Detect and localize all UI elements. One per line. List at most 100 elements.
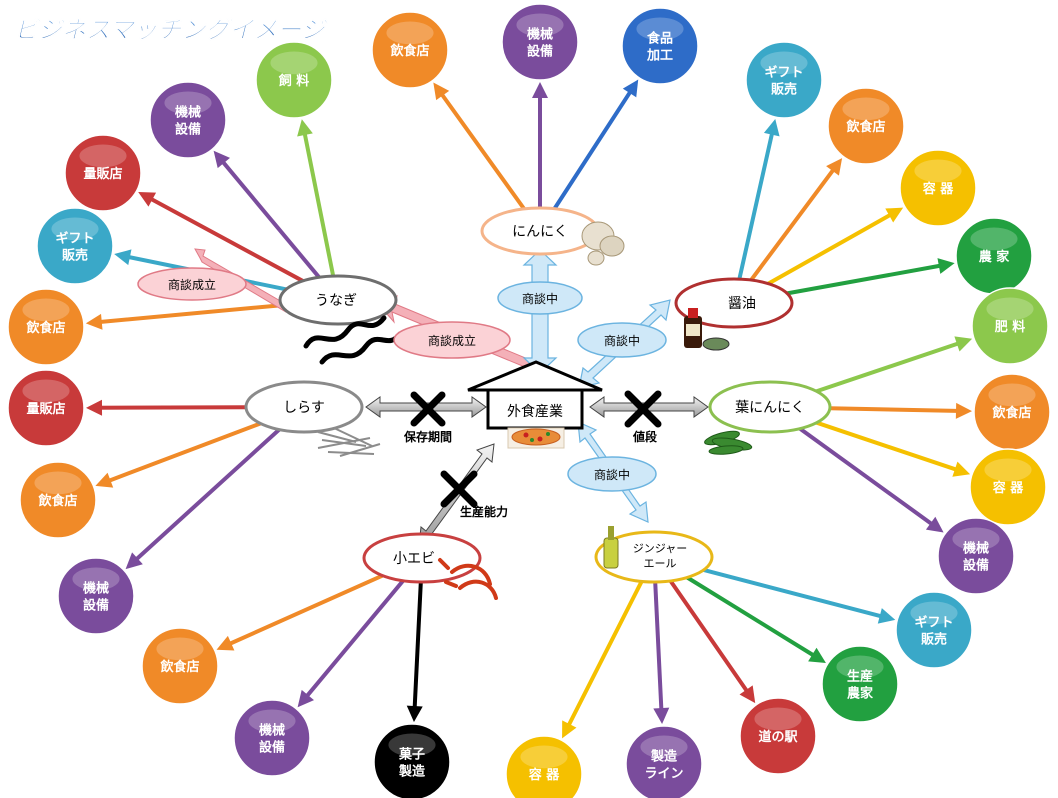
connector-g2 <box>685 575 826 664</box>
outer-node-h4-label-0: 機械 <box>963 541 989 557</box>
connector-lines <box>85 79 973 739</box>
connector-g1 <box>701 567 896 624</box>
outer-node-g3: 道の駅 <box>739 697 817 775</box>
outer-node-g5-label-0: 容 器 <box>528 767 561 783</box>
center-label: 外食産業 <box>507 403 563 420</box>
outer-node-s4-label-0: 農 家 <box>979 249 1011 265</box>
outer-node-h1-label-0: 肥 料 <box>995 319 1026 335</box>
connector-u3 <box>138 192 305 283</box>
outer-node-r3-label-1: 設備 <box>83 598 109 614</box>
outer-node-u2-label-0: 機械 <box>175 105 201 121</box>
cross-mark-habaninniku <box>624 390 662 428</box>
outer-node-g4-label-1: ライン <box>644 767 683 782</box>
outer-node-g2-label-1: 農家 <box>847 686 874 702</box>
outer-node-n3-label-0: 食品 <box>647 31 673 47</box>
outer-node-r1: 量販店 <box>7 369 85 447</box>
outer-node-u5: 飲食店 <box>7 288 85 366</box>
outer-node-s1-label-0: ギフト <box>764 65 803 81</box>
outer-node-s4: 農 家 <box>955 217 1033 295</box>
outer-node-u2-label-1: 設備 <box>175 122 201 138</box>
cross-mark-shirasu <box>410 391 446 427</box>
outer-node-n3-label-1: 加工 <box>646 49 673 64</box>
connector-k3 <box>406 579 423 723</box>
connector-r1 <box>85 399 249 416</box>
outer-node-n2-label-0: 機械 <box>527 27 553 43</box>
outer-node-n1-label-0: 飲食店 <box>389 43 429 59</box>
hub-ginger-label-1: ジンジャー <box>633 542 687 555</box>
outer-node-k1-label-0: 飲食店 <box>159 659 199 675</box>
outer-node-u3: 量販店 <box>64 134 142 212</box>
outer-node-g5: 容 器 <box>505 735 583 798</box>
connector-s3 <box>766 207 904 286</box>
outer-node-u3-label-0: 量販店 <box>83 166 122 182</box>
outer-node-u4-label-1: 販売 <box>62 248 88 264</box>
hub-koebi-label: 小エビ <box>393 551 435 567</box>
blocker-label-production-capacity: 生産能力 <box>460 504 508 519</box>
badge-deal-closed-1: 商談成立 <box>137 267 247 301</box>
outer-node-r2: 飲食店 <box>19 461 97 539</box>
connector-n3 <box>552 79 639 211</box>
outer-node-g1-label-0: ギフト <box>914 615 953 631</box>
badge-negotiating-3-label: 商談中 <box>594 467 630 482</box>
connector-s2 <box>749 158 843 283</box>
pizza-icon <box>507 427 565 449</box>
outer-node-r2-label-0: 飲食店 <box>37 493 77 509</box>
connector-r2 <box>95 421 263 488</box>
outer-node-g3-label-0: 道の駅 <box>758 729 798 745</box>
ginger-ale-bottle-icon <box>603 526 619 569</box>
connector-u1 <box>297 119 336 279</box>
outer-node-u1: 飼 料 <box>255 41 333 119</box>
outer-node-g2-label-0: 生産 <box>847 669 873 685</box>
hub-shirasu: しらす <box>244 380 381 457</box>
outer-node-g1-label-1: 販売 <box>921 632 947 648</box>
badge-deal-closed-2: 商談成立 <box>393 321 511 359</box>
eel-icon <box>303 315 403 365</box>
leek-leaves-icon <box>704 430 753 455</box>
connector-r3 <box>125 427 282 570</box>
shrimp-icon <box>438 558 498 600</box>
connector-s4 <box>785 258 955 296</box>
hub-ninniku-label: にんにく <box>512 224 568 240</box>
outer-node-k3-label-1: 製造 <box>398 764 426 780</box>
hub-shoyu: 醤油 <box>674 277 794 351</box>
center-node: 外食産業 <box>467 360 603 449</box>
hub-koebi: 小エビ <box>362 532 498 600</box>
hub-ginger: ジンジャー エール <box>594 526 714 584</box>
badge-negotiating-2-label: 商談中 <box>604 333 640 348</box>
badge-negotiating-1: 商談中 <box>497 281 583 315</box>
connector-g4 <box>653 579 670 725</box>
badge-negotiating-3: 商談中 <box>567 456 657 492</box>
connector-h3 <box>814 420 971 477</box>
outer-node-h4-label-1: 設備 <box>963 558 989 574</box>
outer-node-k2-label-0: 機械 <box>259 723 285 739</box>
outer-node-s3-label-0: 容 器 <box>922 181 955 197</box>
hub-ninniku: にんにく <box>480 206 625 266</box>
badge-negotiating-2: 商談中 <box>577 322 667 358</box>
connector-h1 <box>814 336 973 394</box>
outer-node-u5-label-0: 飲食店 <box>25 320 65 336</box>
cross-mark-koebi <box>440 470 478 508</box>
hub-ginger-label-2: エール <box>644 557 677 570</box>
connector-n1 <box>433 82 527 211</box>
outer-node-s3: 容 器 <box>899 149 977 227</box>
blocker-label-storage-period: 保存期間 <box>403 429 452 444</box>
outer-node-h2: 飲食店 <box>973 373 1051 451</box>
connector-s1 <box>737 119 780 282</box>
hub-unagi-label: うなぎ <box>315 293 357 309</box>
outer-node-s2: 飲食店 <box>827 87 905 165</box>
outer-node-k1: 飲食店 <box>141 627 219 705</box>
outer-node-n2-label-1: 設備 <box>527 44 553 60</box>
outer-node-s1-label-1: 販売 <box>771 82 797 98</box>
outer-node-u1-label-0: 飼 料 <box>278 73 310 89</box>
hub-nodes: うなぎ にんにく 醤油 <box>244 206 832 600</box>
